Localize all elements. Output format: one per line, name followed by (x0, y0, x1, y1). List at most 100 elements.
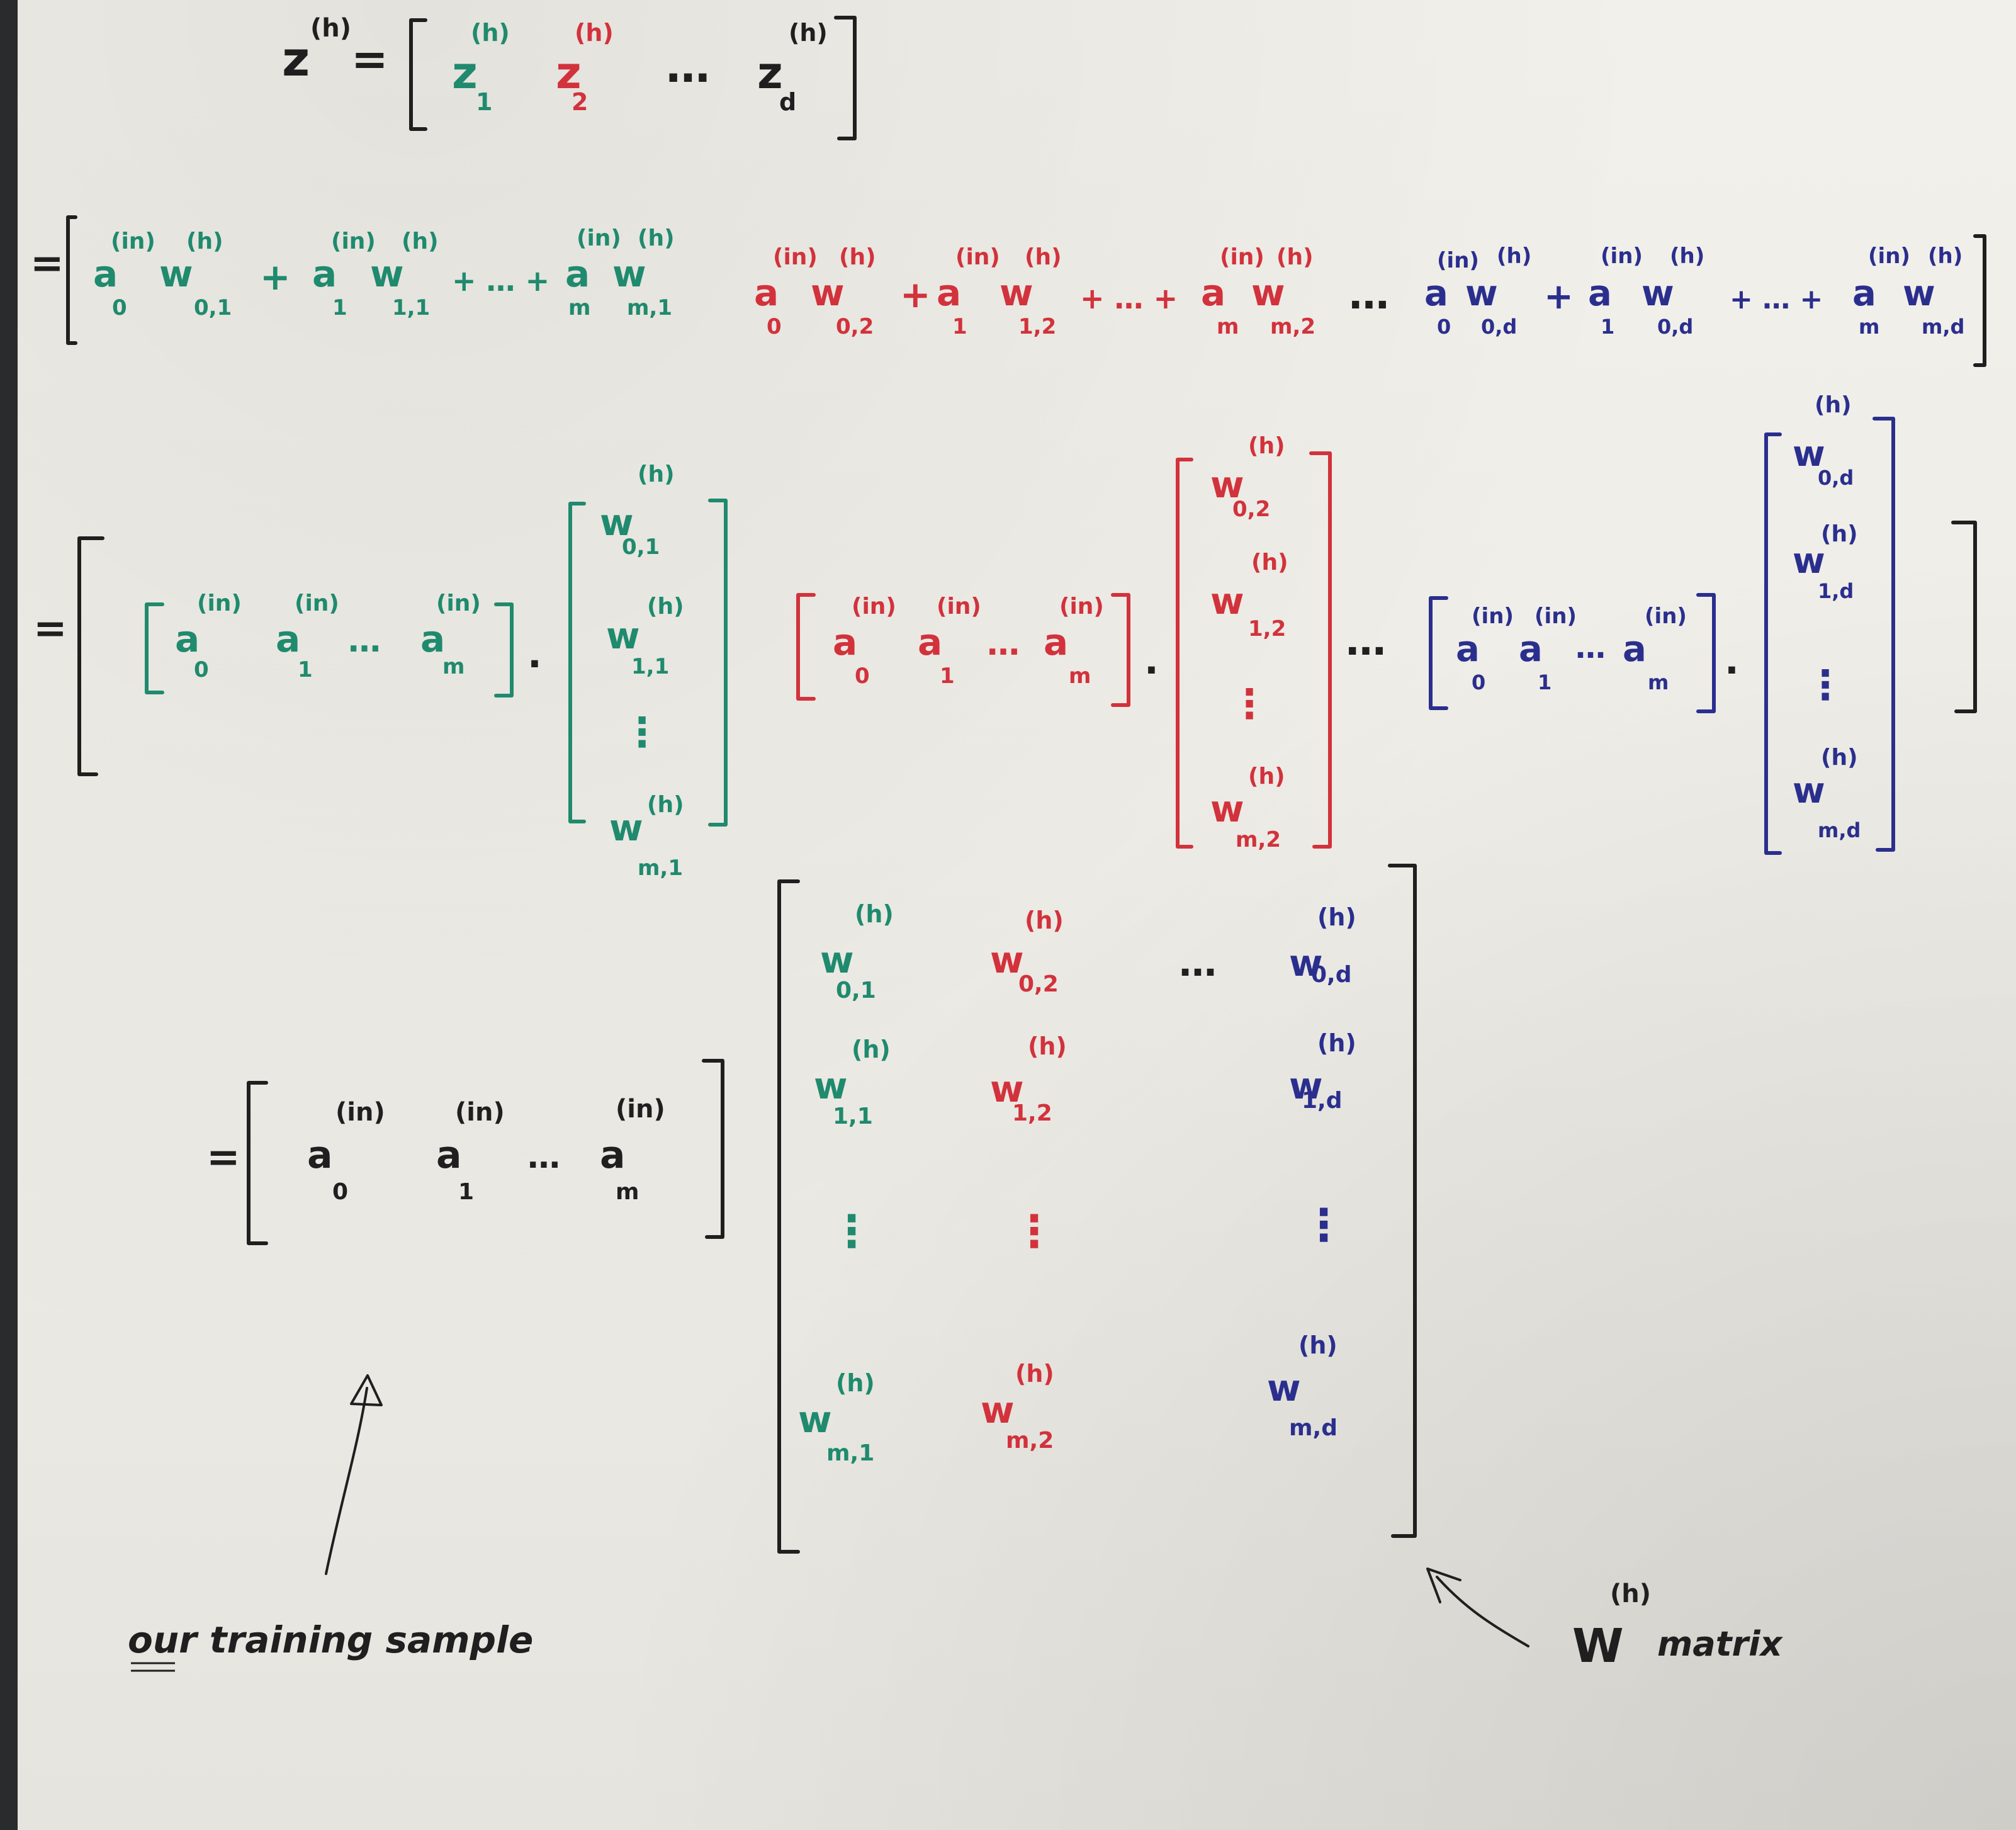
input-a1: a (436, 1133, 462, 1177)
input-a0-sub: 0 (332, 1179, 348, 1205)
equals-sign-4: = (206, 1134, 240, 1181)
green-am: a (420, 618, 445, 660)
a0-red-superscript: (in) (773, 244, 818, 270)
matrix-left-bracket (777, 879, 800, 1554)
matrix-arrow-head (1426, 1567, 1461, 1603)
blue-column-vector: (h) w 0,d (h) w 1,d ⋮ (h) w m,d (1764, 392, 1895, 855)
green-row-right-bracket (494, 602, 514, 698)
red-row-left-bracket (796, 593, 816, 701)
m-w02-sup: (h) (1025, 907, 1064, 934)
dot-operator-1: · (527, 642, 542, 686)
am-red-symbol: a (1201, 271, 1225, 314)
am-blue-symbol: a (1852, 273, 1876, 314)
weight-matrix: (h) w 0,1 (h) w 1,1 ⋮ (h) w m,1 (h) w 0,… (777, 864, 1417, 1554)
blue-a0-sub: 0 (1472, 670, 1485, 694)
red-row-dots: … (987, 625, 1020, 663)
blue-row-vector: a (in) 0 a (in) 1 … a (in) m (1429, 593, 1716, 713)
input-row-right-bracket (702, 1059, 724, 1239)
m-wm1: w (798, 1398, 832, 1441)
a0-blue-subscript: 0 (1437, 315, 1451, 339)
m-w02-sub: 0,2 (1018, 971, 1059, 997)
matrix-right-bracket (1388, 864, 1417, 1538)
input-a0: a (307, 1133, 333, 1177)
green-column-vector: (h) w 0,1 (h) w 1,1 ⋮ (h) w m,1 (568, 461, 728, 881)
green-row-vector: a (in) 0 a (in) 1 … a (in) m (145, 590, 514, 698)
wm1-symbol: w (612, 252, 646, 295)
z2-subscript: 2 (572, 88, 588, 116)
matrix-arrow-shaft (1436, 1576, 1529, 1647)
blue-row-left-bracket (1429, 596, 1448, 710)
green-a0: a (175, 618, 200, 660)
our-underline (131, 1662, 175, 1672)
right-bracket-2 (1973, 234, 1986, 367)
w11-symbol: w (370, 252, 404, 295)
w1d-subscript: 0,d (1657, 315, 1693, 339)
blue-a1-sup: (in) (1535, 604, 1577, 629)
plus-red-1: + (900, 273, 931, 316)
red-w12: w (1210, 580, 1244, 623)
m-wmd-sub: m,d (1289, 1415, 1337, 1441)
am-red-subscript: m (1217, 314, 1239, 339)
left-bracket (409, 18, 427, 131)
left-bracket-2 (66, 215, 77, 345)
z1-symbol: z (452, 47, 478, 99)
z-superscript: (h) (310, 14, 351, 43)
m-header-dots: … (1179, 941, 1217, 985)
am-blue-subscript: m (1859, 315, 1879, 339)
equals-sign: = (351, 33, 388, 85)
red-col-vdots: ⋮ (1229, 681, 1270, 728)
m-col2-vdots: ⋮ (1012, 1206, 1056, 1257)
blue-wmd-sub: m,d (1818, 818, 1861, 842)
a0-superscript: (in) (111, 229, 155, 254)
green-row-dots: … (348, 622, 381, 660)
a0-subscript: 0 (112, 295, 127, 320)
red-am-sup: (in) (1059, 594, 1104, 619)
a1-superscript: (in) (331, 229, 376, 254)
m-w11-sup: (h) (852, 1036, 891, 1063)
green-col-vdots: ⋮ (622, 709, 662, 756)
z-dots: … (666, 41, 710, 93)
wm1-subscript: m,1 (627, 295, 672, 320)
green-wm1: w (609, 806, 643, 849)
m-w0d-sup: (h) (1317, 903, 1356, 931)
a1-symbol: a (312, 252, 337, 295)
w0d-subscript: 0,d (1481, 315, 1517, 339)
row3-dots: … (1346, 618, 1386, 665)
green-am-sub: m (442, 654, 465, 679)
sample-arrow-head (350, 1374, 383, 1406)
a0-symbol: a (93, 252, 118, 295)
a1-subscript: 1 (332, 295, 347, 320)
am-red-superscript: (in) (1220, 244, 1264, 270)
blue-a1: a (1519, 629, 1543, 670)
plus-dots-plus-red: + … + (1080, 281, 1178, 315)
input-am-sub: m (616, 1179, 639, 1205)
red-sum-term: a (in) 0 w (h) 0,2 + a (in) 1 w (h) 1,2 … (754, 244, 1315, 339)
wmd-subscript: m,d (1922, 315, 1964, 339)
m-w11: w (814, 1065, 848, 1107)
red-col-right-bracket (1309, 451, 1332, 849)
zd-subscript: d (779, 88, 796, 116)
row-z-vector: z (h) = z (h) 1 z (h) 2 … z (h) d (282, 14, 857, 140)
green-a0-sup: (in) (197, 590, 242, 616)
z-symbol: z (282, 31, 310, 87)
w01-subscript: 0,1 (194, 295, 232, 320)
green-am-sup: (in) (436, 590, 481, 616)
m-col1-vdots: ⋮ (830, 1206, 874, 1257)
right-bracket-3 (1951, 521, 1977, 713)
z1-superscript: (h) (471, 19, 510, 47)
w-matrix-superscript: (h) (1610, 1579, 1651, 1608)
w02-symbol: w (811, 271, 845, 314)
red-a1: a (918, 621, 942, 664)
m-wmd: w (1267, 1367, 1301, 1409)
blue-a1-sub: 1 (1538, 670, 1551, 694)
m-wm1-sub: m,1 (826, 1440, 874, 1466)
a0-red-subscript: 0 (767, 314, 782, 339)
z2-symbol: z (556, 47, 582, 99)
plus-dots-plus-blue: + … + (1730, 283, 1823, 315)
input-am: a (600, 1133, 626, 1177)
m-w0d-sub: 0,d (1311, 962, 1352, 988)
w1d-symbol: w (1642, 273, 1674, 314)
w02-subscript: 0,2 (836, 314, 874, 339)
green-row-left-bracket (145, 602, 164, 694)
blue-row-right-bracket (1696, 593, 1716, 713)
